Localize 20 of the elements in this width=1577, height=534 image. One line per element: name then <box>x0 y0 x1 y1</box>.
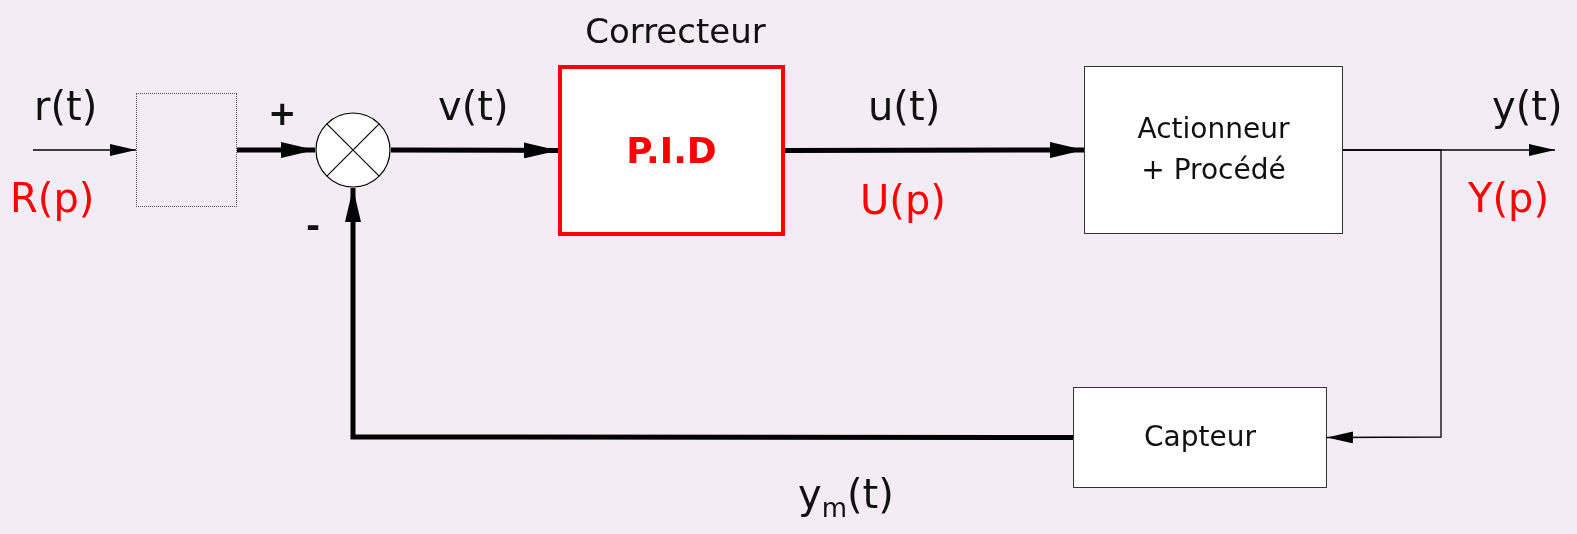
arrow <box>785 142 1084 159</box>
block-label: Actionneur + Procédé <box>1136 111 1291 188</box>
signal-label: v(t) <box>438 86 509 126</box>
arrow <box>345 188 1073 440</box>
signal-label: r(t) <box>34 86 98 126</box>
arrow <box>32 144 137 156</box>
arrow <box>237 142 315 158</box>
block <box>1073 387 1327 488</box>
arrow <box>1326 149 1442 444</box>
block-label: P.I.D <box>626 130 717 171</box>
arrow <box>391 142 558 159</box>
sign-label: - <box>306 208 321 242</box>
block <box>1084 66 1343 234</box>
signal-label: u(t) <box>868 86 941 126</box>
sign-label: + <box>268 96 297 130</box>
dotted-box <box>136 93 237 207</box>
block-heading: Correcteur <box>584 11 767 51</box>
block-label: Capteur <box>1143 419 1257 456</box>
signal-label: y$_{m}$(t) <box>798 474 894 521</box>
summing-junction <box>315 112 391 188</box>
